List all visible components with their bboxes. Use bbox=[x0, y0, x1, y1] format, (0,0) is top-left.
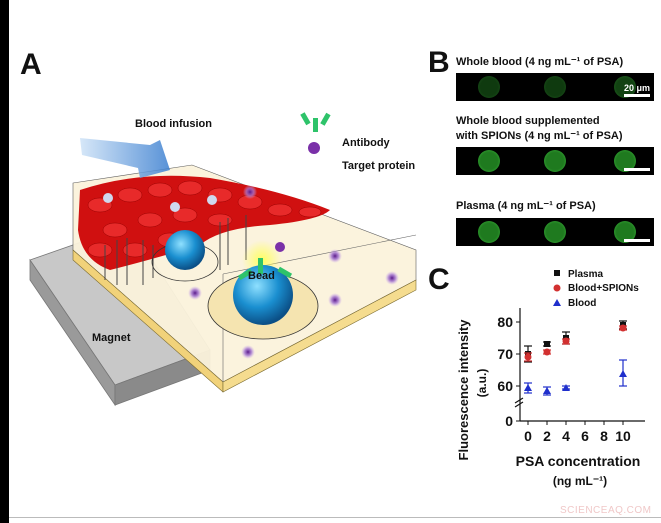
svg-text:10: 10 bbox=[615, 428, 631, 444]
legend-plasma: Plasma bbox=[568, 269, 603, 280]
target-protein-legend-label: Target protein bbox=[342, 160, 416, 172]
micrograph-title-whole-blood: Whole blood (4 ng mL⁻¹ of PSA) bbox=[456, 56, 624, 68]
watermark: SCIENCEAQ.COM bbox=[560, 505, 652, 516]
micrograph-blood-spions bbox=[456, 147, 654, 175]
legend-blood: Blood bbox=[568, 298, 596, 309]
x-axis-label-line1: PSA concentration bbox=[516, 453, 641, 469]
y-axis-label-line2: (a.u.) bbox=[475, 369, 489, 398]
bead-label: Bead bbox=[248, 270, 275, 282]
micrograph-plasma bbox=[456, 218, 654, 246]
svg-text:4: 4 bbox=[562, 428, 570, 444]
bottom-divider bbox=[9, 517, 661, 518]
fluorescence-chart: Plasma Blood+SPIONs Blood Fluorescence i… bbox=[456, 269, 645, 488]
x-axis-label-line2: (ng mL⁻¹) bbox=[553, 474, 607, 488]
svg-text:80: 80 bbox=[497, 314, 513, 330]
microfluidic-schematic bbox=[29, 112, 417, 407]
magnet-label: Magnet bbox=[92, 332, 131, 344]
panel-a-letter: A bbox=[20, 48, 42, 81]
scale-bar bbox=[624, 239, 650, 242]
svg-text:8: 8 bbox=[600, 428, 608, 444]
micrograph-title-plasma: Plasma (4 ng mL⁻¹ of PSA) bbox=[456, 200, 596, 212]
svg-text:0: 0 bbox=[524, 428, 532, 444]
blood-infusion-label: Blood infusion bbox=[135, 118, 212, 130]
scale-bar bbox=[624, 168, 650, 171]
svg-text:60: 60 bbox=[497, 378, 513, 394]
panel-b-letter: B bbox=[428, 46, 450, 79]
antibody-legend-label: Antibody bbox=[342, 137, 390, 149]
svg-text:0: 0 bbox=[505, 413, 513, 429]
panel-c-letter: C bbox=[428, 263, 450, 296]
svg-text:6: 6 bbox=[581, 428, 589, 444]
svg-text:2: 2 bbox=[543, 428, 551, 444]
scale-bar bbox=[624, 94, 650, 97]
left-border bbox=[0, 0, 9, 523]
svg-text:70: 70 bbox=[497, 346, 513, 362]
scale-bar-label: 20 μm bbox=[623, 83, 650, 93]
legend-blood-spions: Blood+SPIONs bbox=[568, 283, 639, 294]
micrograph-title-spions-line1: Whole blood supplemented bbox=[456, 115, 600, 127]
micrograph-title-spions-line2: with SPIONs (4 ng mL⁻¹ of PSA) bbox=[456, 130, 623, 142]
micrograph-whole-blood: 20 μm bbox=[456, 73, 654, 101]
y-axis-label-line1: Fluorescence intensity bbox=[456, 319, 471, 461]
